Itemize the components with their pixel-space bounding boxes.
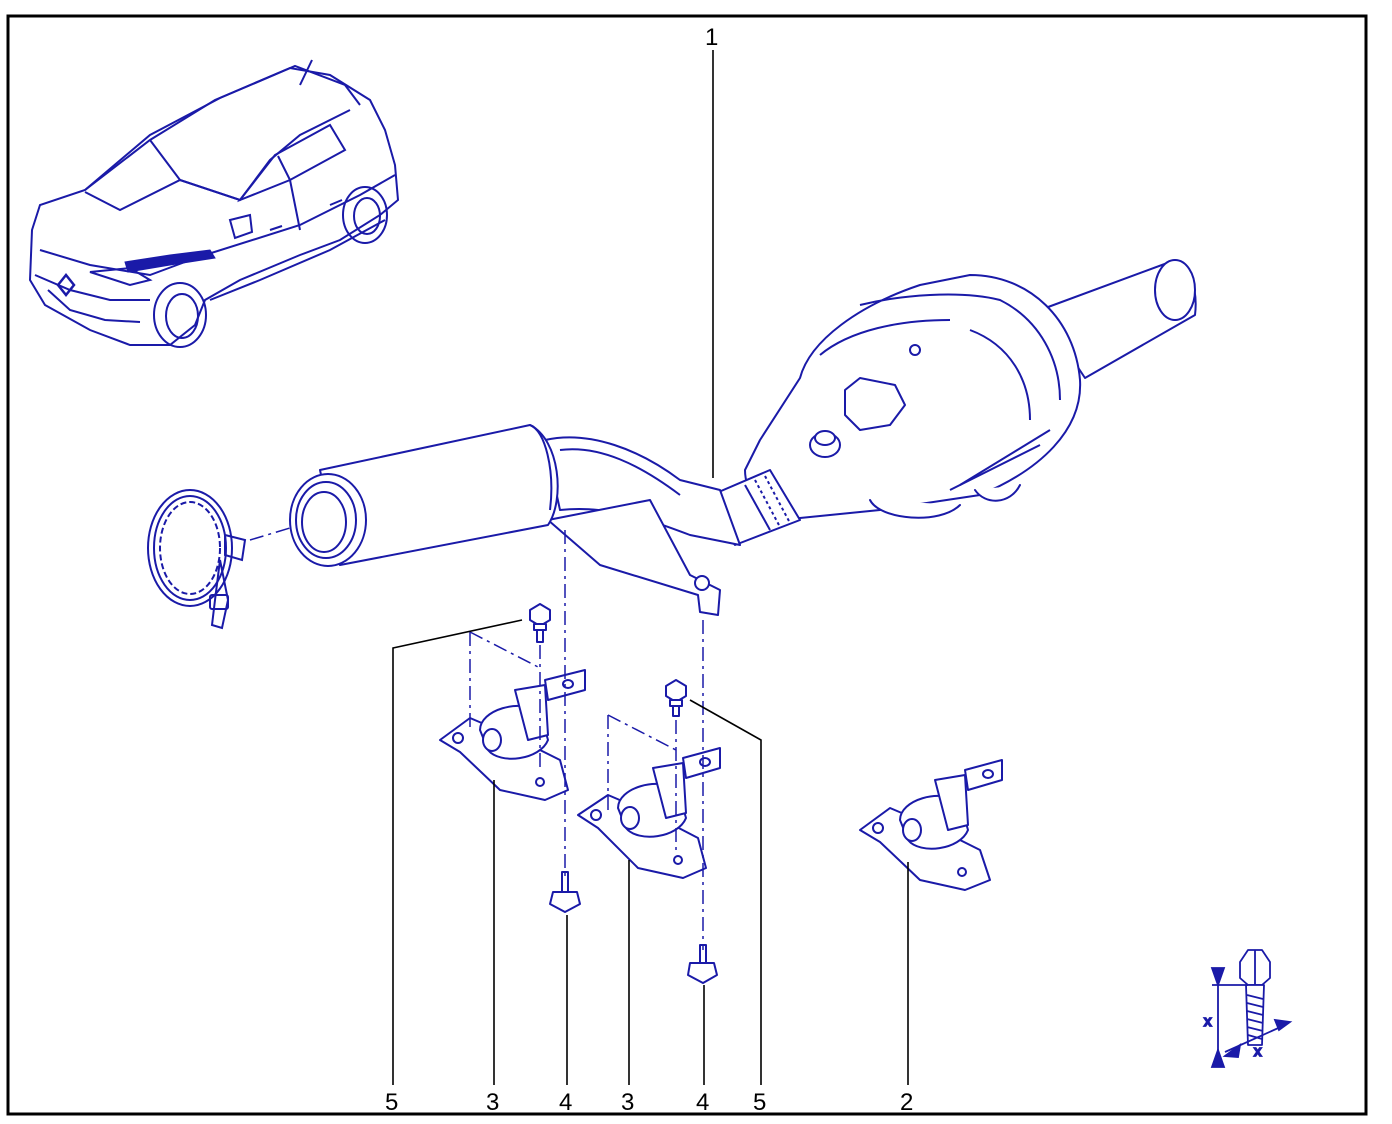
dimension-label-horizontal: x	[1254, 1043, 1262, 1060]
callout-2: 2	[900, 1089, 913, 1116]
vehicle-illustration	[28, 59, 400, 348]
callout-5a: 5	[385, 1089, 398, 1116]
callout-3a: 3	[486, 1089, 499, 1116]
dimension-label-vertical: x	[1204, 1013, 1212, 1030]
callout-3b: 3	[621, 1089, 634, 1116]
exhaust-mounting-bracket-left	[439, 669, 586, 801]
callout-1: 1	[705, 24, 718, 51]
nut-4-middle	[687, 944, 718, 984]
callout-4a: 4	[559, 1089, 572, 1116]
alignment-lines	[469, 530, 704, 950]
exhaust-mounting-bracket-middle	[577, 747, 721, 879]
leader-lines	[392, 50, 909, 1085]
callout-labels: 1 5 3 4 3 4 5 2	[385, 24, 913, 1116]
bolt-5-left	[529, 603, 551, 643]
callout-4b: 4	[696, 1089, 709, 1116]
catalytic-converter-pipe	[289, 259, 1197, 616]
bolt-dimension-symbol: x x	[1203, 949, 1293, 1068]
exhaust-clamp	[147, 489, 301, 630]
bolt-5-middle	[665, 679, 687, 717]
diagram-frame	[6, 14, 1368, 1116]
nut-4-left	[549, 871, 581, 913]
callout-5b: 5	[753, 1089, 766, 1116]
exhaust-mounting-bracket-rear	[859, 759, 1003, 891]
